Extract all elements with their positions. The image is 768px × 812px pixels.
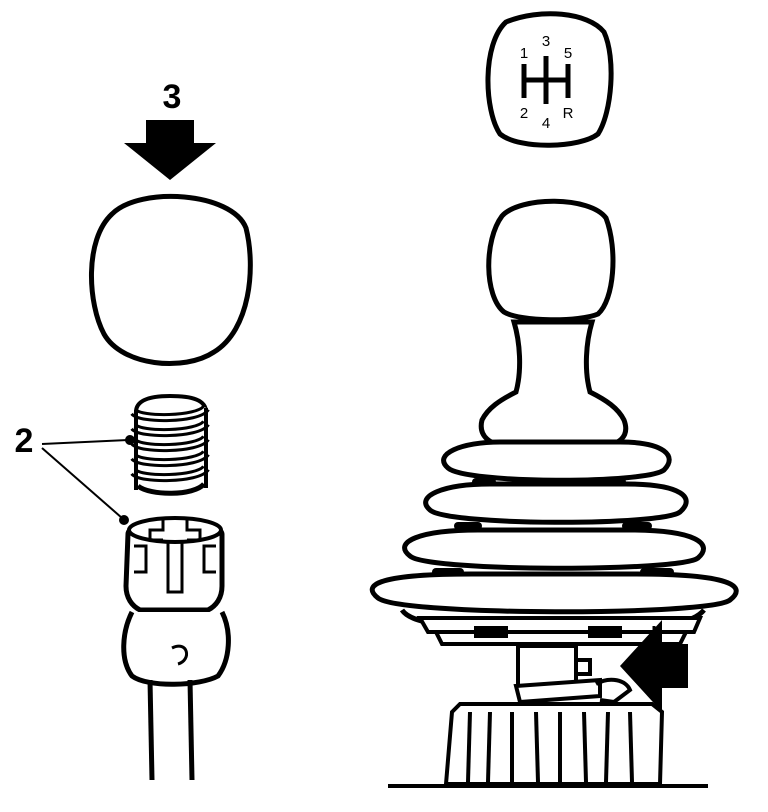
release-arrow-icon	[620, 620, 688, 712]
boot-base-ring	[416, 616, 704, 646]
lever-sleeve	[121, 610, 231, 687]
gear-label-2: 2	[520, 105, 528, 122]
callout-3-label: 3	[163, 78, 182, 116]
boot-fold-shadows	[432, 478, 674, 576]
castellated-retainer	[123, 516, 225, 613]
gear-label-5: 5	[564, 45, 572, 62]
push-down-arrow-icon	[124, 120, 216, 180]
boot-neck	[478, 319, 629, 449]
installed-gear-knob	[486, 198, 616, 323]
lever-clip	[513, 644, 633, 712]
gear-lever-shaft	[147, 679, 195, 781]
shift-pattern-cap: 1 3 5 2 4 R	[485, 11, 614, 148]
base-housing	[443, 702, 665, 786]
shift-pattern-icon	[521, 56, 571, 104]
callout-2-label: 2	[15, 422, 34, 460]
callout-2-leaders	[41, 435, 135, 525]
sleeve-crease	[171, 644, 188, 666]
gear-label-4: 4	[542, 115, 550, 132]
gear-label-1: 1	[520, 45, 528, 62]
coil-spring	[130, 393, 210, 496]
gear-label-r: R	[563, 105, 574, 122]
gear-label-3: 3	[542, 33, 550, 50]
gear-knob	[89, 193, 253, 366]
rubber-gaiter-boot	[369, 439, 739, 633]
